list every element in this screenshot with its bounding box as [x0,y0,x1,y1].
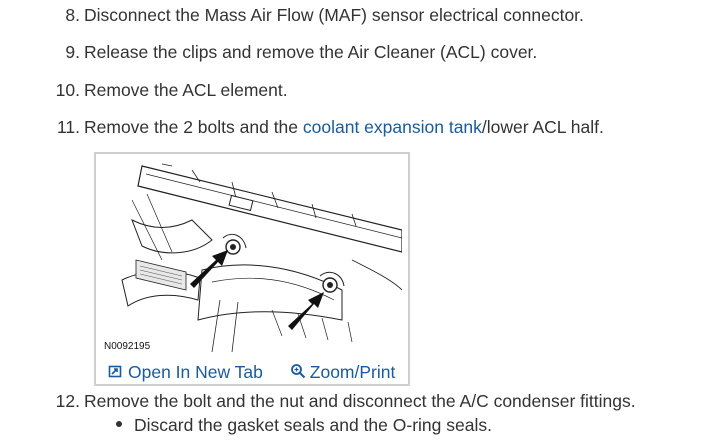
engine-bay-illustration [121,163,402,352]
step-number: 11. [56,117,80,137]
step-9: 9.Release the clips and remove the Air C… [0,40,537,64]
step-text: Remove the ACL element. [84,80,288,100]
open-in-new-tab-button[interactable]: Open In New Tab [108,360,263,385]
step-text: Remove the bolt and the nut and disconne… [84,391,636,411]
step-number: 10. [55,80,80,100]
step-10: 10.Remove the ACL element. [0,78,288,102]
step-number: 8. [65,5,80,25]
bullet-dot [116,421,122,428]
figure-id: N0092195 [104,341,151,352]
illustration-figure: N0092195 Open In New Tab Zoom/Print [94,152,410,386]
step-text: Remove the 2 bolts and the coolant expan… [84,117,604,137]
step-12: 12.Remove the bolt and the nut and disco… [0,389,636,413]
step-text-before: Remove the 2 bolts and the [84,117,303,137]
step-8: 8.Disconnect the Mass Air Flow (MAF) sen… [0,3,584,27]
zoom-print-button[interactable]: Zoom/Print [290,360,396,385]
open-in-new-tab-label: Open In New Tab [128,362,263,382]
zoom-print-label: Zoom/Print [309,362,396,382]
magnifier-icon [290,361,306,385]
step-text: Disconnect the Mass Air Flow (MAF) senso… [84,5,584,25]
step-text-after: /lower ACL half. [481,117,604,137]
sub-bullet-item: Discard the gasket seals and the O-ring … [116,413,492,437]
bullet-text: Discard the gasket seals and the O-ring … [134,415,492,435]
step-11: 11.Remove the 2 bolts and the coolant ex… [0,115,604,139]
step-number: 9. [65,42,80,62]
step-text: Release the clips and remove the Air Cle… [84,42,538,62]
coolant-expansion-tank-link[interactable]: coolant expansion tank [302,117,482,137]
step-number: 12. [55,391,80,411]
open-new-tab-icon [108,361,123,385]
figure-actions: Open In New Tab Zoom/Print [108,360,395,384]
